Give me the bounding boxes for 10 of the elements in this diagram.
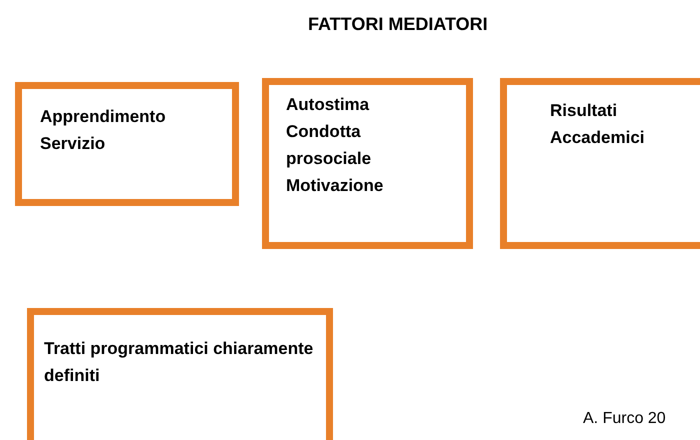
- citation-note: A. Furco 20: [583, 410, 666, 428]
- process-box: [15, 82, 239, 206]
- process-box: [262, 78, 473, 249]
- box-text: Autostima Condotta prosociale Motivazione: [286, 94, 384, 197]
- process-box: [500, 78, 700, 249]
- diagram-title: FATTORI MEDIATORI: [308, 14, 488, 35]
- box-text: Risultati Accademici: [550, 100, 646, 149]
- process-box: [27, 308, 333, 440]
- box-text: Tratti programmatici chiaramente definiti: [44, 338, 314, 387]
- box-text: Apprendimento Servizio: [40, 106, 167, 155]
